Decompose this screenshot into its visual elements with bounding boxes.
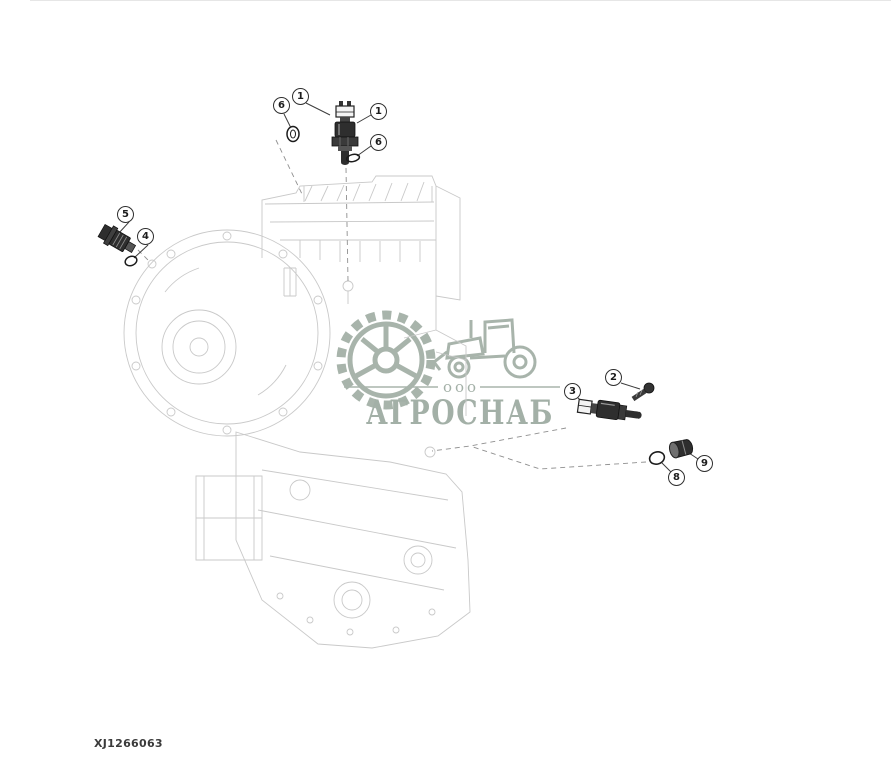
callout-1a-label: 1 <box>297 90 304 102</box>
watermark-prefix: ооо <box>443 378 479 396</box>
o-ring-sensor-part <box>345 153 361 163</box>
callout-6b: 6 <box>370 134 387 151</box>
callout-9: 9 <box>696 455 713 472</box>
gear-icon <box>336 310 436 410</box>
callout-6a: 6 <box>273 97 290 114</box>
callout-6b-label: 6 <box>375 136 382 148</box>
watermark-name: АГРОСНАБ <box>366 393 554 433</box>
screw-part <box>631 382 655 402</box>
callout-4: 4 <box>137 228 154 245</box>
callout-5: 5 <box>117 206 134 223</box>
speed-sensor-right-part <box>576 398 642 421</box>
o-ring-right-part <box>648 451 666 465</box>
callout-2: 2 <box>605 369 622 386</box>
dashed-leader-lines <box>137 139 647 470</box>
callout-1b: 1 <box>370 103 387 120</box>
o-ring-plug-part <box>124 255 138 267</box>
callout-4-label: 4 <box>142 230 149 242</box>
figure-code: XJ1266063 <box>94 737 163 750</box>
callout-3-label: 3 <box>569 385 576 397</box>
cap-plug-part <box>668 439 694 459</box>
watermark: ооо АГРОСНАБ <box>336 310 560 433</box>
callout-2-label: 2 <box>610 371 617 383</box>
callout-8-label: 8 <box>673 471 680 483</box>
top-divider <box>30 0 891 1</box>
callout-6a-label: 6 <box>278 99 285 111</box>
retainer-clip-part <box>286 125 300 143</box>
callout-5-label: 5 <box>122 208 129 220</box>
callout-1a: 1 <box>292 88 309 105</box>
callout-3: 3 <box>564 383 581 400</box>
tractor-icon <box>431 318 537 379</box>
callout-8: 8 <box>668 469 685 486</box>
transmission-line-art <box>123 175 471 649</box>
callout-1b-label: 1 <box>375 105 382 117</box>
plug-left-part <box>97 223 137 253</box>
speed-sensor-top-part <box>331 101 359 165</box>
callout-9-label: 9 <box>701 457 708 469</box>
